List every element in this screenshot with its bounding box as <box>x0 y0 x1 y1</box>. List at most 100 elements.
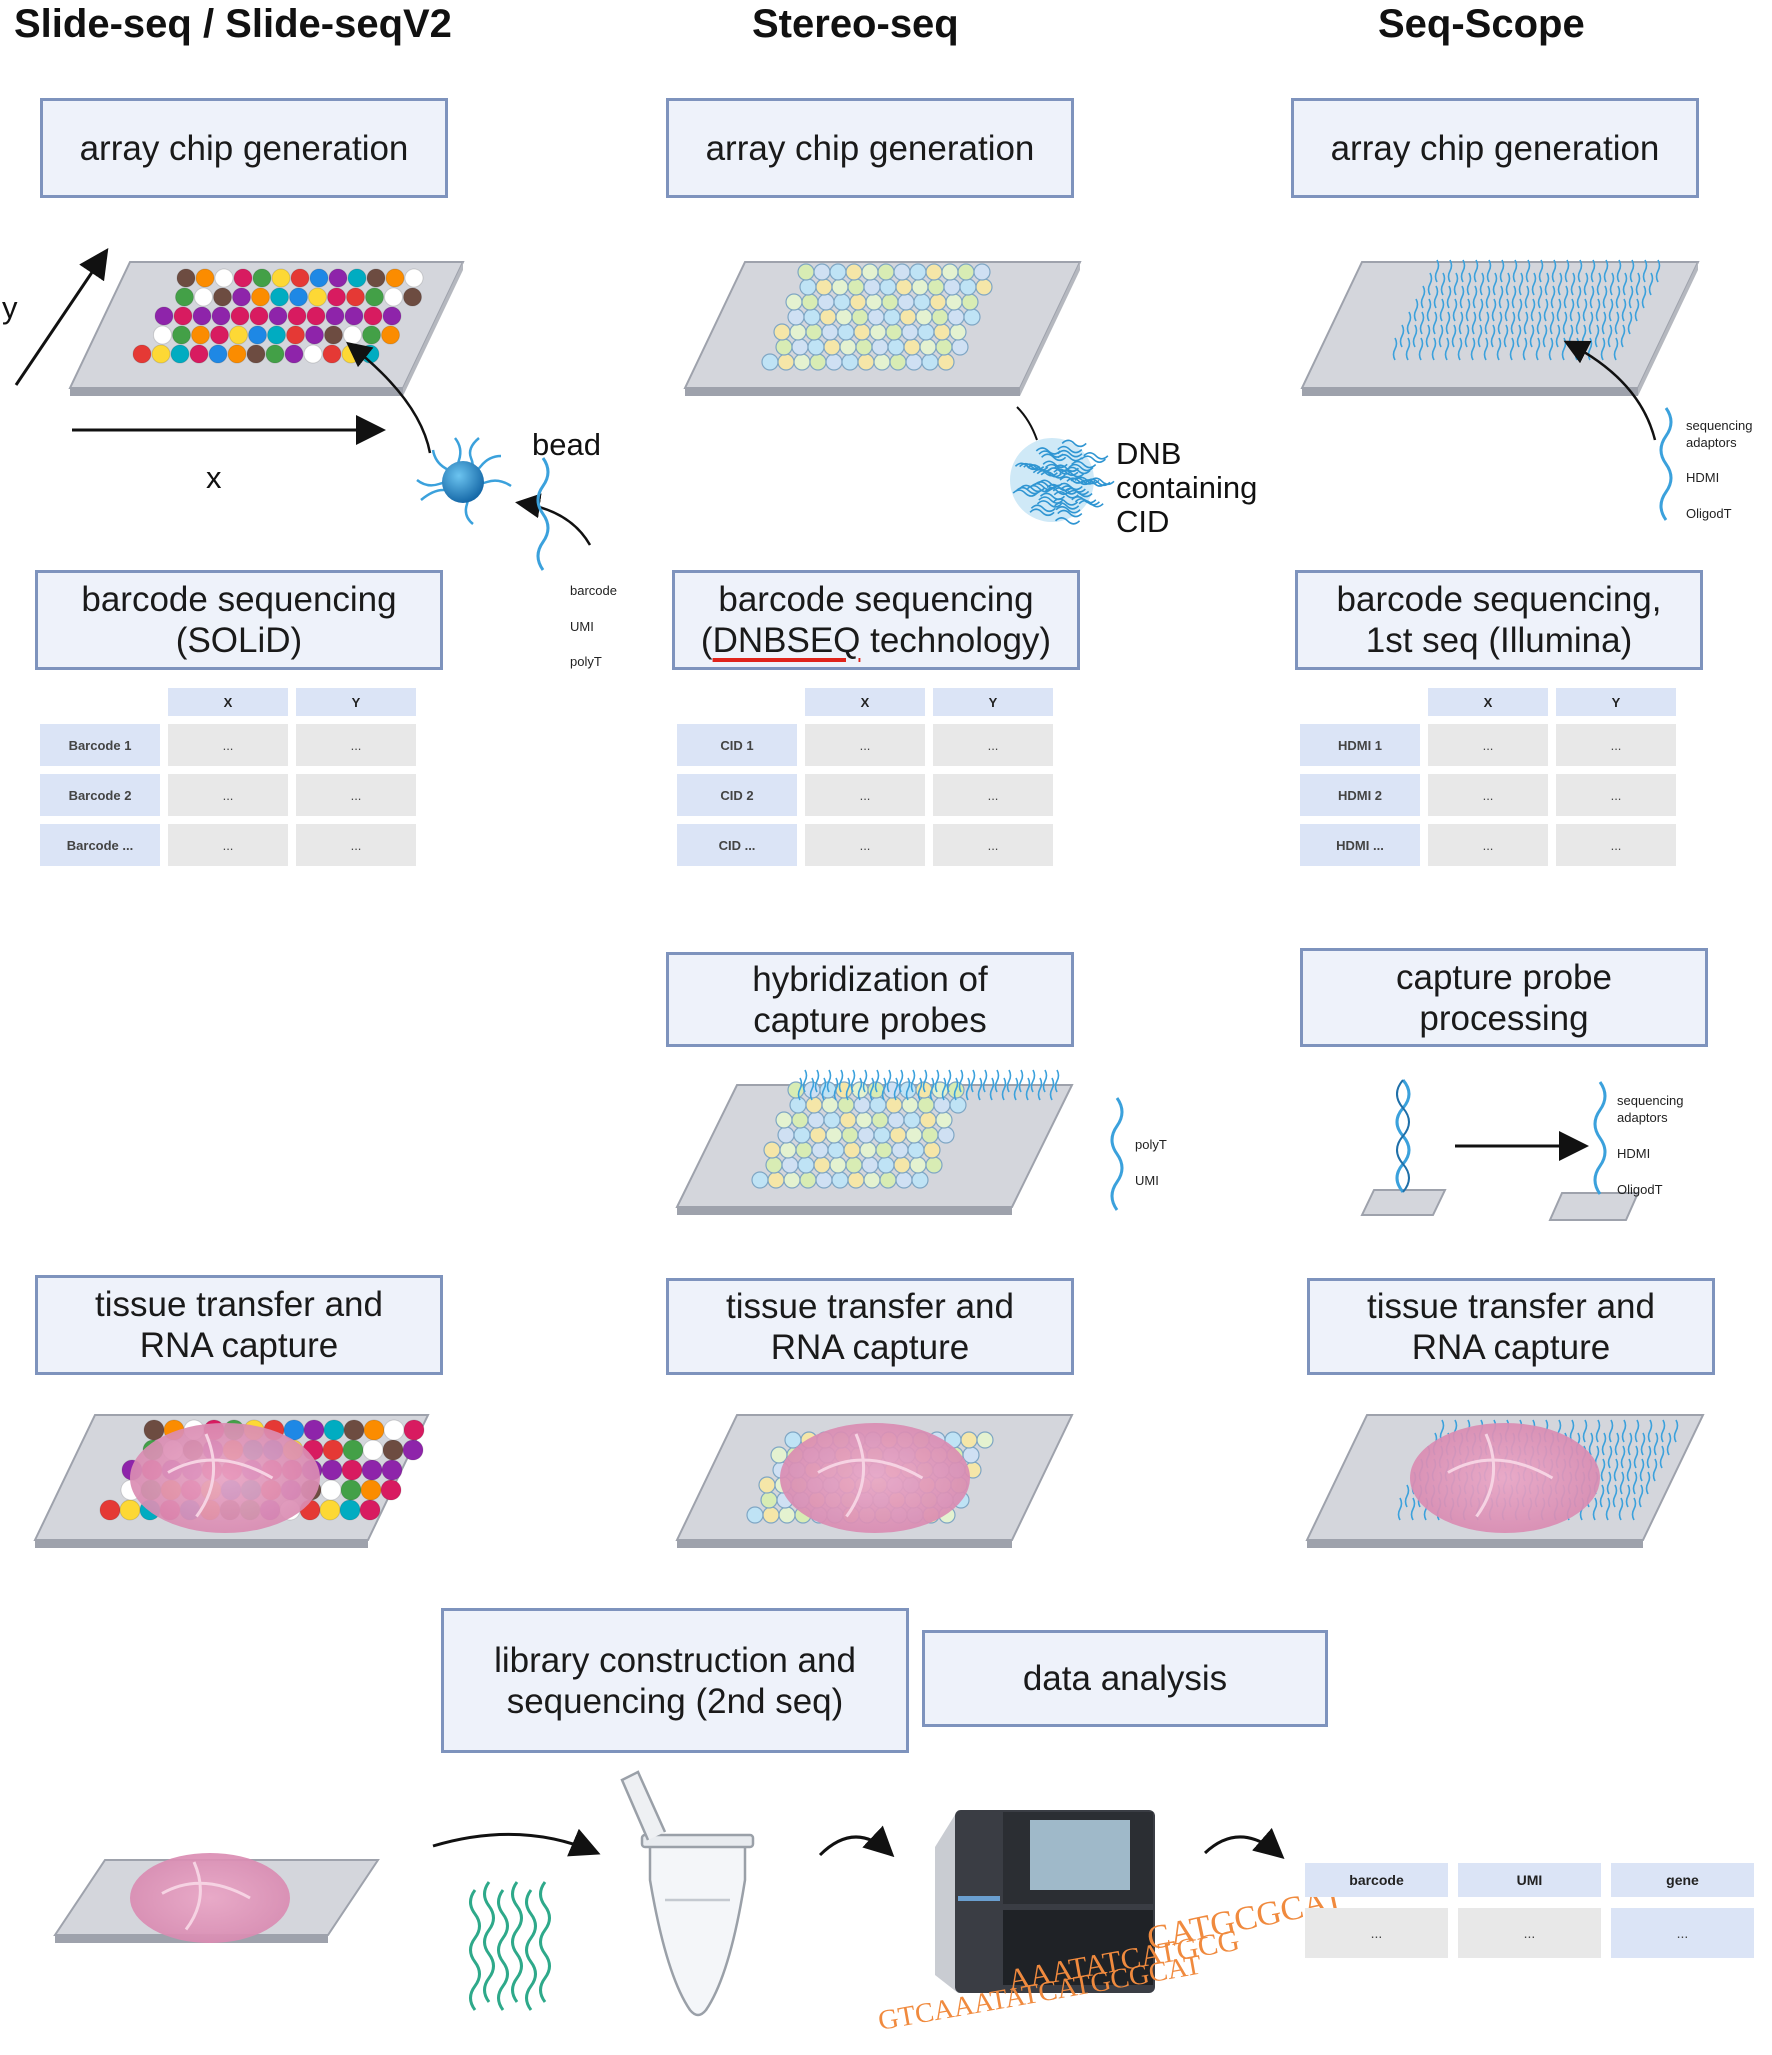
probe-strand <box>857 1077 863 1101</box>
probe-strand <box>1018 1069 1024 1093</box>
probe-strand <box>1025 1077 1031 1101</box>
probe-strand <box>905 1077 911 1101</box>
dnb-dot <box>893 263 911 281</box>
dnb-label-2: containing <box>1116 470 1258 505</box>
cpp-probe-label-4: OligodT <box>1617 1182 1663 1197</box>
probe-strand <box>1498 285 1504 309</box>
dnb-dot <box>851 308 869 326</box>
bead-dot <box>233 268 253 288</box>
table-row-label: HDMI 2 <box>1300 774 1420 816</box>
probe-strand <box>1592 1497 1598 1521</box>
title-seq-scope: Seq-Scope <box>1378 2 1585 46</box>
bead-dot <box>227 344 247 364</box>
bead-dot <box>362 1439 384 1461</box>
probe-strand <box>1543 298 1549 322</box>
probe-strand <box>1518 272 1524 296</box>
bead-dot <box>249 306 269 326</box>
dnb-dot <box>843 1141 861 1159</box>
probe-strand <box>1641 285 1647 309</box>
probe-strand <box>833 1077 839 1101</box>
dnb-dot <box>778 1506 796 1524</box>
dnb-dot <box>903 338 921 356</box>
dnb-dot <box>943 278 961 296</box>
dnb-dot <box>901 1096 919 1114</box>
probe-strand <box>1432 311 1438 335</box>
array-chip-generation-box-3: array chip generation <box>1291 98 1699 198</box>
bead-dot <box>382 306 402 326</box>
dnb-dot <box>867 308 885 326</box>
dnb-dot <box>885 1096 903 1114</box>
probe-strand <box>1576 285 1582 309</box>
dnb-dot <box>835 308 853 326</box>
bead-dot <box>363 1419 385 1441</box>
bead-dot <box>362 325 381 345</box>
dnb-dot <box>925 263 943 281</box>
probe-strand <box>1458 311 1464 335</box>
probe-strand <box>1557 272 1563 296</box>
table-cell: ... <box>1556 774 1676 816</box>
dnb-dot <box>777 353 795 371</box>
dnb-dot <box>799 1171 817 1189</box>
probe-strand <box>953 1077 959 1101</box>
dnb-dot <box>909 263 927 281</box>
bead-dot <box>270 287 289 307</box>
probe-strand <box>970 1069 976 1093</box>
probe-strand <box>982 1069 988 1093</box>
bead-dot <box>402 1439 424 1461</box>
dnb-dot <box>861 263 879 281</box>
tissue-blob <box>1410 1423 1600 1533</box>
data-analysis-box: data analysis <box>922 1630 1328 1727</box>
bead-dot <box>382 1439 404 1461</box>
dnb-dot <box>799 278 817 296</box>
probe-strand <box>1614 1432 1620 1456</box>
dnb-dot <box>917 323 935 341</box>
table-cell: ... <box>933 774 1053 816</box>
probe-field-1 <box>1392 259 1661 361</box>
probe-strand <box>874 1069 880 1093</box>
dnb-dot <box>783 1171 801 1189</box>
bead-dot <box>324 325 343 345</box>
probe-strand <box>977 1077 983 1101</box>
dnb-dot <box>923 1141 941 1159</box>
dnb-dot <box>945 293 963 311</box>
dnb-dot <box>855 338 873 356</box>
probe-strand <box>1509 337 1515 361</box>
bead-dot <box>343 325 362 345</box>
probe-strand <box>1504 298 1510 322</box>
table-cell: ... <box>933 824 1053 866</box>
dnb-dot <box>765 1156 783 1174</box>
dnb-dot <box>805 1096 823 1114</box>
bead-dot <box>322 1439 344 1461</box>
probe-strand <box>1538 259 1544 283</box>
dnb-dot <box>761 353 779 371</box>
table-row-label: HDMI ... <box>1300 824 1420 866</box>
probe-strand <box>917 1077 923 1101</box>
probe-strand <box>1595 1419 1601 1443</box>
probe-strand <box>1621 298 1627 322</box>
probe-strand <box>1577 259 1583 283</box>
dnb-dot <box>879 1171 897 1189</box>
probe-strand <box>1472 285 1478 309</box>
bead-dot <box>173 306 193 326</box>
dnb-dot <box>827 1141 845 1159</box>
array-chip-generation-box-1: array chip generation <box>40 98 448 198</box>
bead-dot <box>211 306 231 326</box>
probe-strand <box>1413 298 1419 322</box>
dnb-array <box>761 263 993 371</box>
bead-dot <box>339 1499 361 1521</box>
probe-strand <box>1548 337 1554 361</box>
dnb-dot <box>875 1141 893 1159</box>
probe-strand <box>869 1077 875 1101</box>
dnb-dot <box>905 353 923 371</box>
table-row-label: CID 1 <box>677 724 797 766</box>
bead-probe-icon <box>536 457 550 571</box>
bead-dot <box>251 287 270 307</box>
bead-dot <box>290 268 310 288</box>
probe-strand <box>1392 337 1398 361</box>
table-cell: ... <box>1556 724 1676 766</box>
dnb-dot <box>935 1111 953 1129</box>
probe-strand <box>1615 285 1621 309</box>
table-header-cell: Y <box>1556 688 1676 716</box>
